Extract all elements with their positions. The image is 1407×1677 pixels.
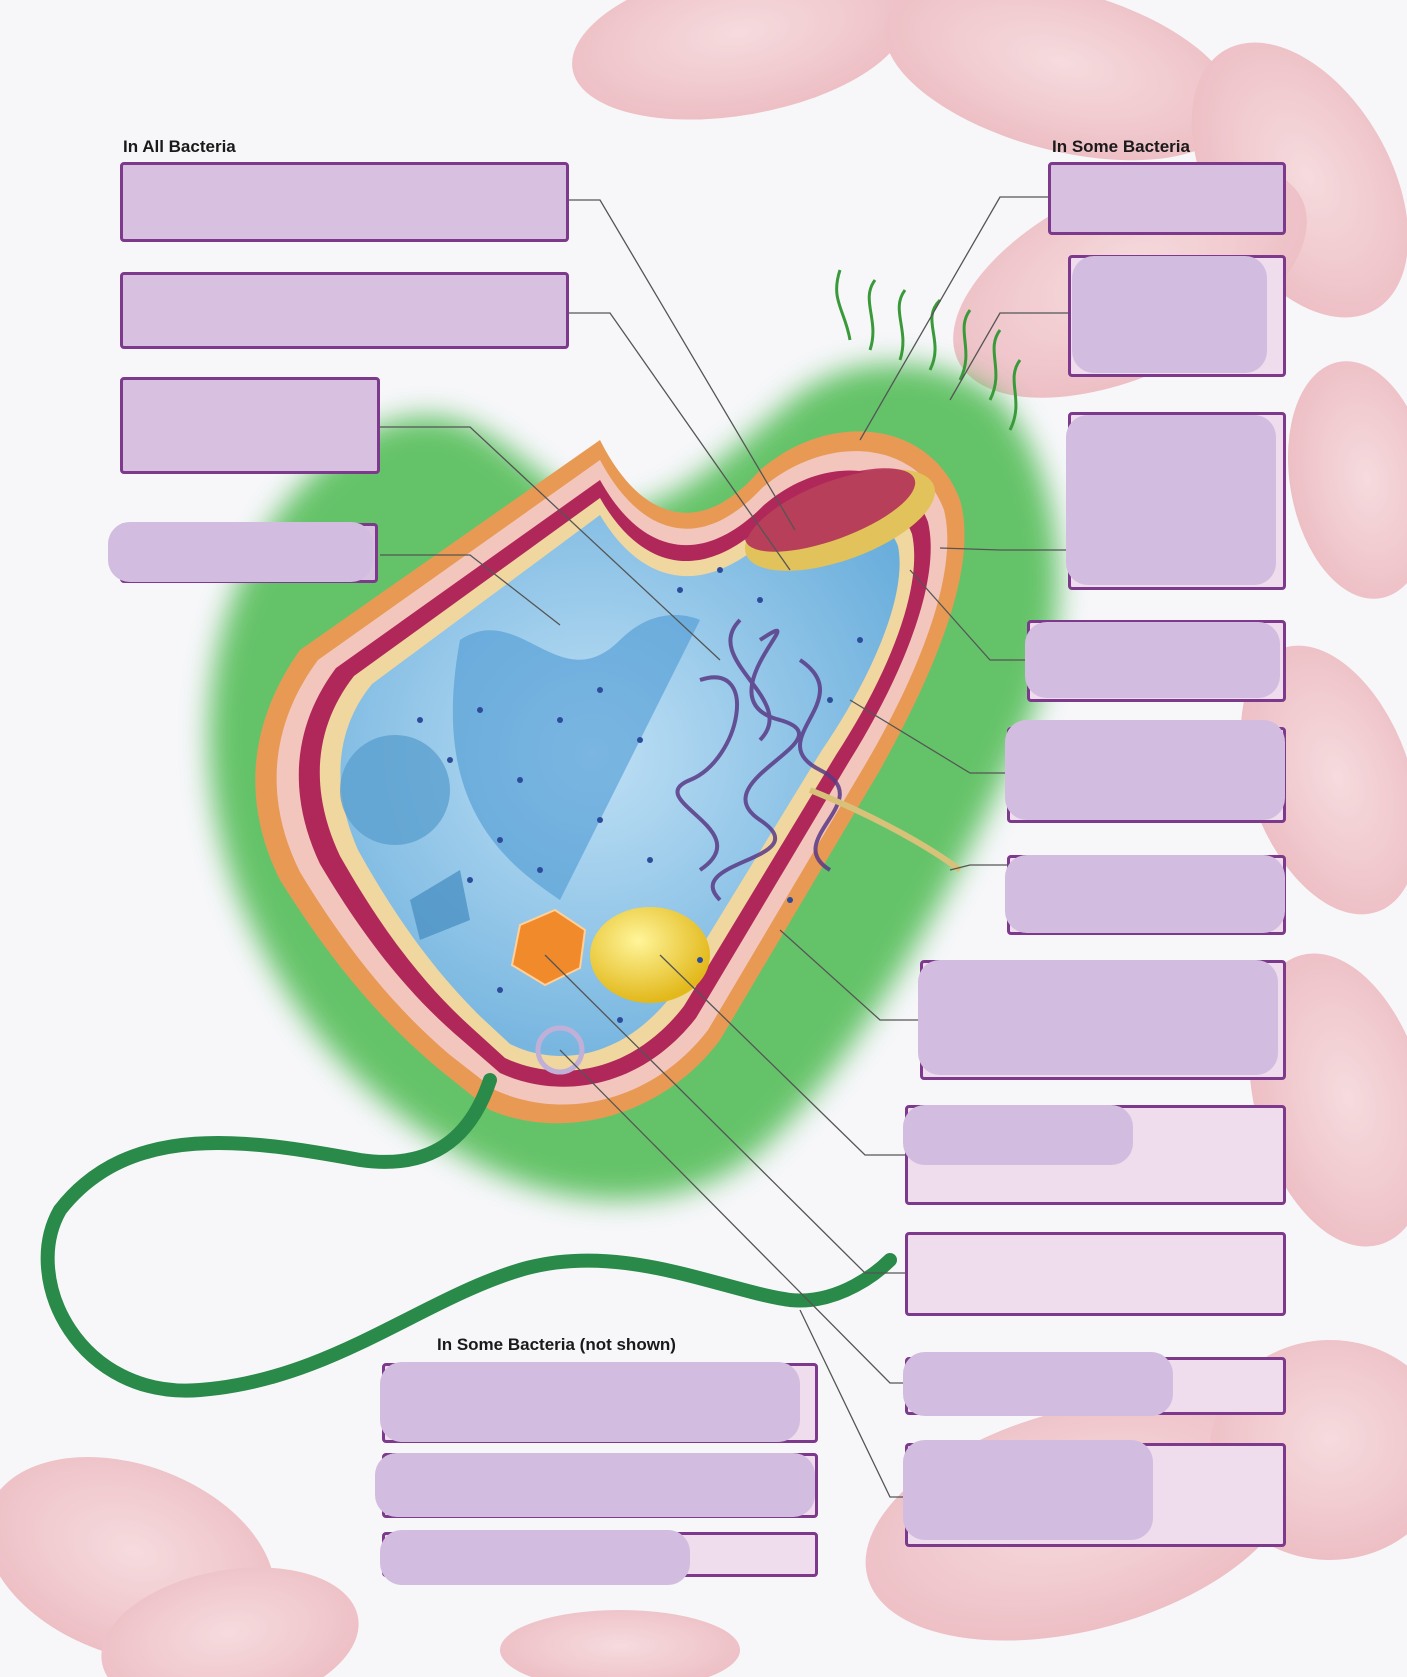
leader-lines — [380, 196, 1068, 1498]
label-blob-some-5 — [1005, 720, 1285, 820]
label-box-all-3[interactable] — [120, 377, 380, 474]
cytoplasm-features — [340, 615, 700, 940]
plasmid — [535, 1025, 585, 1075]
heading-in-all-bacteria: In All Bacteria — [123, 137, 236, 156]
label-box-some-1[interactable] — [1048, 162, 1286, 235]
label-blob-some-4 — [1025, 622, 1280, 698]
heading-in-some-bacteria: In Some Bacteria — [1052, 137, 1190, 156]
label-blob-notshown-1 — [380, 1362, 800, 1442]
label-blob-some-8 — [903, 1105, 1133, 1165]
label-blob-some-3 — [1066, 415, 1276, 585]
ribosomes — [417, 567, 863, 1023]
label-blob-all-4 — [108, 522, 373, 582]
label-blob-some-10 — [903, 1352, 1173, 1416]
label-blob-notshown-3 — [380, 1530, 690, 1585]
label-box-some-9[interactable] — [905, 1232, 1286, 1316]
fimbriae — [835, 269, 1022, 431]
storage-granule — [590, 907, 710, 1003]
flagellum — [40, 1073, 897, 1398]
label-blob-notshown-2 — [375, 1453, 815, 1517]
label-blob-some-11 — [903, 1440, 1153, 1540]
cut-face — [744, 468, 935, 571]
heading-in-some-bacteria-not-shown: In Some Bacteria (not shown) — [437, 1335, 676, 1354]
microcompartment — [510, 908, 587, 987]
label-box-all-1[interactable] — [120, 162, 569, 242]
label-blob-some-2 — [1072, 256, 1267, 373]
label-box-all-2[interactable] — [120, 272, 569, 349]
label-blob-some-7 — [918, 960, 1278, 1075]
nucleoid — [675, 618, 842, 902]
pilus — [808, 787, 962, 873]
label-blob-some-6 — [1005, 855, 1285, 933]
